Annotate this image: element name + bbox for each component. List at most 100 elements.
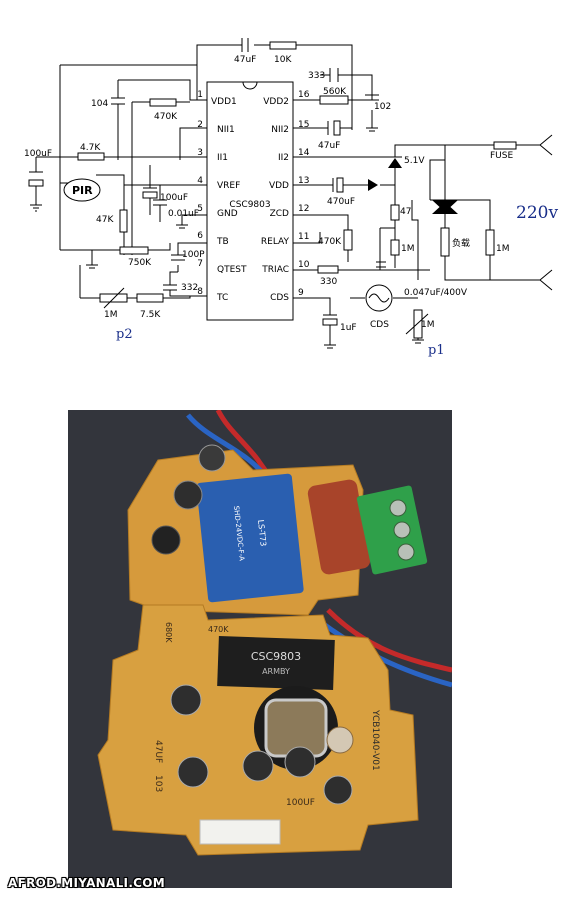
resistor-750k-symbol [119,246,149,255]
pin-4-name: VREF [217,181,240,191]
ground-1uf-symbol [324,344,336,349]
label-c-0-01uf: 0.01uF [168,209,199,219]
resistor-4-7k-symbol [77,152,105,161]
label-r-7-5k: 7.5K [140,310,161,320]
capacitor-104-symbol [111,97,125,105]
label-r-470k-right: 470K [318,237,342,247]
pin-11-num: 11 [298,232,309,242]
electrolytic-capacitor [323,775,353,805]
potentiometer-p1-arrow [405,313,429,335]
silk-680k: 680K [164,622,173,643]
capacitor-47uf-right-symbol [327,120,341,136]
label-p1: p1 [428,343,445,358]
label-pir: PIR [72,184,93,197]
label-c-47uf-top: 47uF [234,55,256,65]
pin-5-name: GND [217,209,238,219]
label-c-332: 332 [181,283,198,293]
label-c-333: 333 [308,71,325,81]
pin-2-num: 2 [197,120,203,130]
resistor-470k-right-symbol [343,229,353,251]
pin-14-name: II2 [278,153,289,163]
relay-text-1: LS-T73 [256,519,268,547]
label-c-100uf-mid: 100uF [160,193,188,203]
pcb-photo: LS-T73 SHD-24VDC-F-A CSC9803 ARMBY YCB10… [68,410,452,888]
potentiometer-p2-arrow [103,287,125,309]
pin-8-num: 8 [197,287,203,297]
ground-right-symbol [366,127,378,132]
pin-16-name: VDD2 [263,97,289,107]
diode-symbol [368,179,378,191]
ic-notch [242,81,258,90]
pin-12-num: 12 [298,204,309,214]
label-c-100uf-left: 100uF [24,149,52,159]
capacitor-0-047uf-symbol [376,261,386,268]
cds-photoresistor [326,726,354,754]
label-c-104: 104 [91,99,108,109]
resistor-10k-symbol [269,41,297,50]
electrolytic-capacitor [198,444,226,472]
ground-left-symbol [30,204,42,212]
label-c-47uf-right: 47uF [318,141,340,151]
capacitor-100uf-left-symbol [28,171,44,187]
screw-icon [393,521,411,539]
label-fuse: FUSE [490,151,513,161]
pin-3-num: 3 [197,148,203,158]
label-r-10k: 10K [274,55,292,65]
header-connector [199,819,281,845]
label-r-1m-p2: 1M [104,310,118,320]
resistor-330-symbol [317,265,339,274]
resistor-47k-symbol [119,209,128,233]
pir-sensor-symbol [63,178,101,202]
pin-6-num: 6 [197,231,203,241]
label-r-1m-right: 1M [496,244,510,254]
electrolytic-capacitor [284,746,316,778]
ic-chip [217,635,335,691]
capacitor-470uf-symbol [332,177,344,193]
resistor-47-symbol [390,204,400,221]
terminal-top-icon [539,134,553,156]
capacitor-47uf-top-symbol [241,38,249,52]
pin-14-num: 14 [298,148,310,158]
label-c-1uf: 1uF [340,323,357,333]
label-r-1m-p1: 1M [421,320,435,330]
label-r-470k-left: 470K [154,112,178,122]
component-labels: 47uF 10K 104 470K 100uF 4.7K PIR 47K 100… [24,55,558,358]
resistor-1m-mid-symbol [390,239,400,256]
pin-9-num: 9 [298,288,304,298]
silk-100uf: 100UF [286,798,315,808]
film-capacitor [307,479,371,575]
ground-p1-symbol [412,339,424,344]
capacitor-332-symbol [163,284,177,291]
ic-name: CSC9803 [229,200,270,210]
watermark-credit: AFROD.MIYANALI.COM [8,876,166,890]
label-r-47: 47 [400,207,411,217]
capacitor-102-symbol [365,94,379,101]
capacitor-0-01uf-symbol [153,199,167,206]
resistor-470k-left-symbol [149,98,177,107]
pin-2-name: NII1 [217,125,235,135]
pin-10-name: TRIAC [261,265,289,275]
ic-left-pins: 1 VDD1 2 NII1 3 II1 4 VREF 5 GND 6 TB 7 … [197,90,247,303]
silk-470k: 470K [208,625,229,634]
label-r-330: 330 [320,277,337,287]
pin-15-name: NII2 [271,125,289,135]
potentiometer-p1-symbol [413,309,423,339]
capacitor-100p-symbol [171,254,185,261]
electrolytic-capacitor [177,756,209,788]
label-p2: p2 [116,327,133,342]
label-load: 负载 [452,237,470,249]
pin-7-name: QTEST [217,265,247,275]
pin-15-num: 15 [298,120,309,130]
pin-9-name: CDS [270,293,289,303]
relay [196,473,304,603]
label-r-560k: 560K [323,87,347,97]
inductor [151,525,181,555]
silk-board-code: YCB1040-V01 [370,709,380,771]
electrolytic-capacitor [242,750,274,782]
label-cds: CDS [370,320,389,330]
label-r-750k: 750K [128,258,152,268]
pin-3-name: II1 [217,153,228,163]
fuse-symbol [493,141,517,150]
pin-8-name: TC [216,293,228,303]
silk-103: 103 [153,775,163,792]
